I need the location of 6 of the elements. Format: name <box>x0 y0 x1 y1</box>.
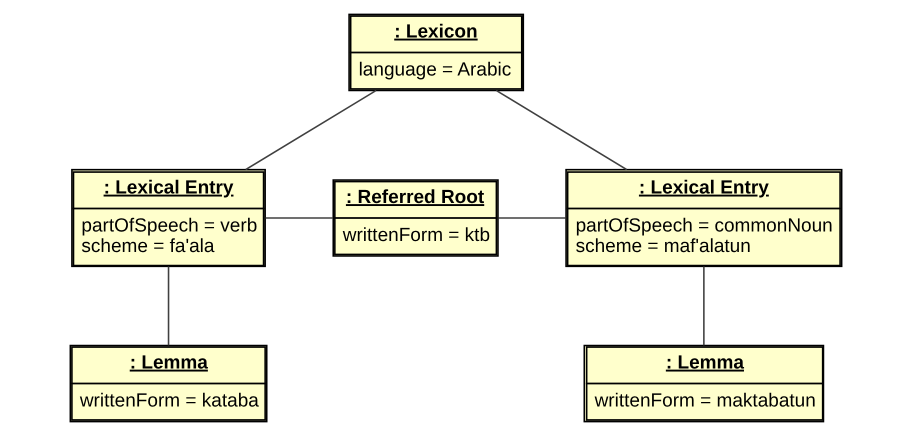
connector <box>266 217 333 219</box>
connector <box>168 266 170 346</box>
connector <box>703 266 705 346</box>
connector <box>245 90 377 170</box>
connector <box>496 90 628 170</box>
connector <box>498 217 566 219</box>
